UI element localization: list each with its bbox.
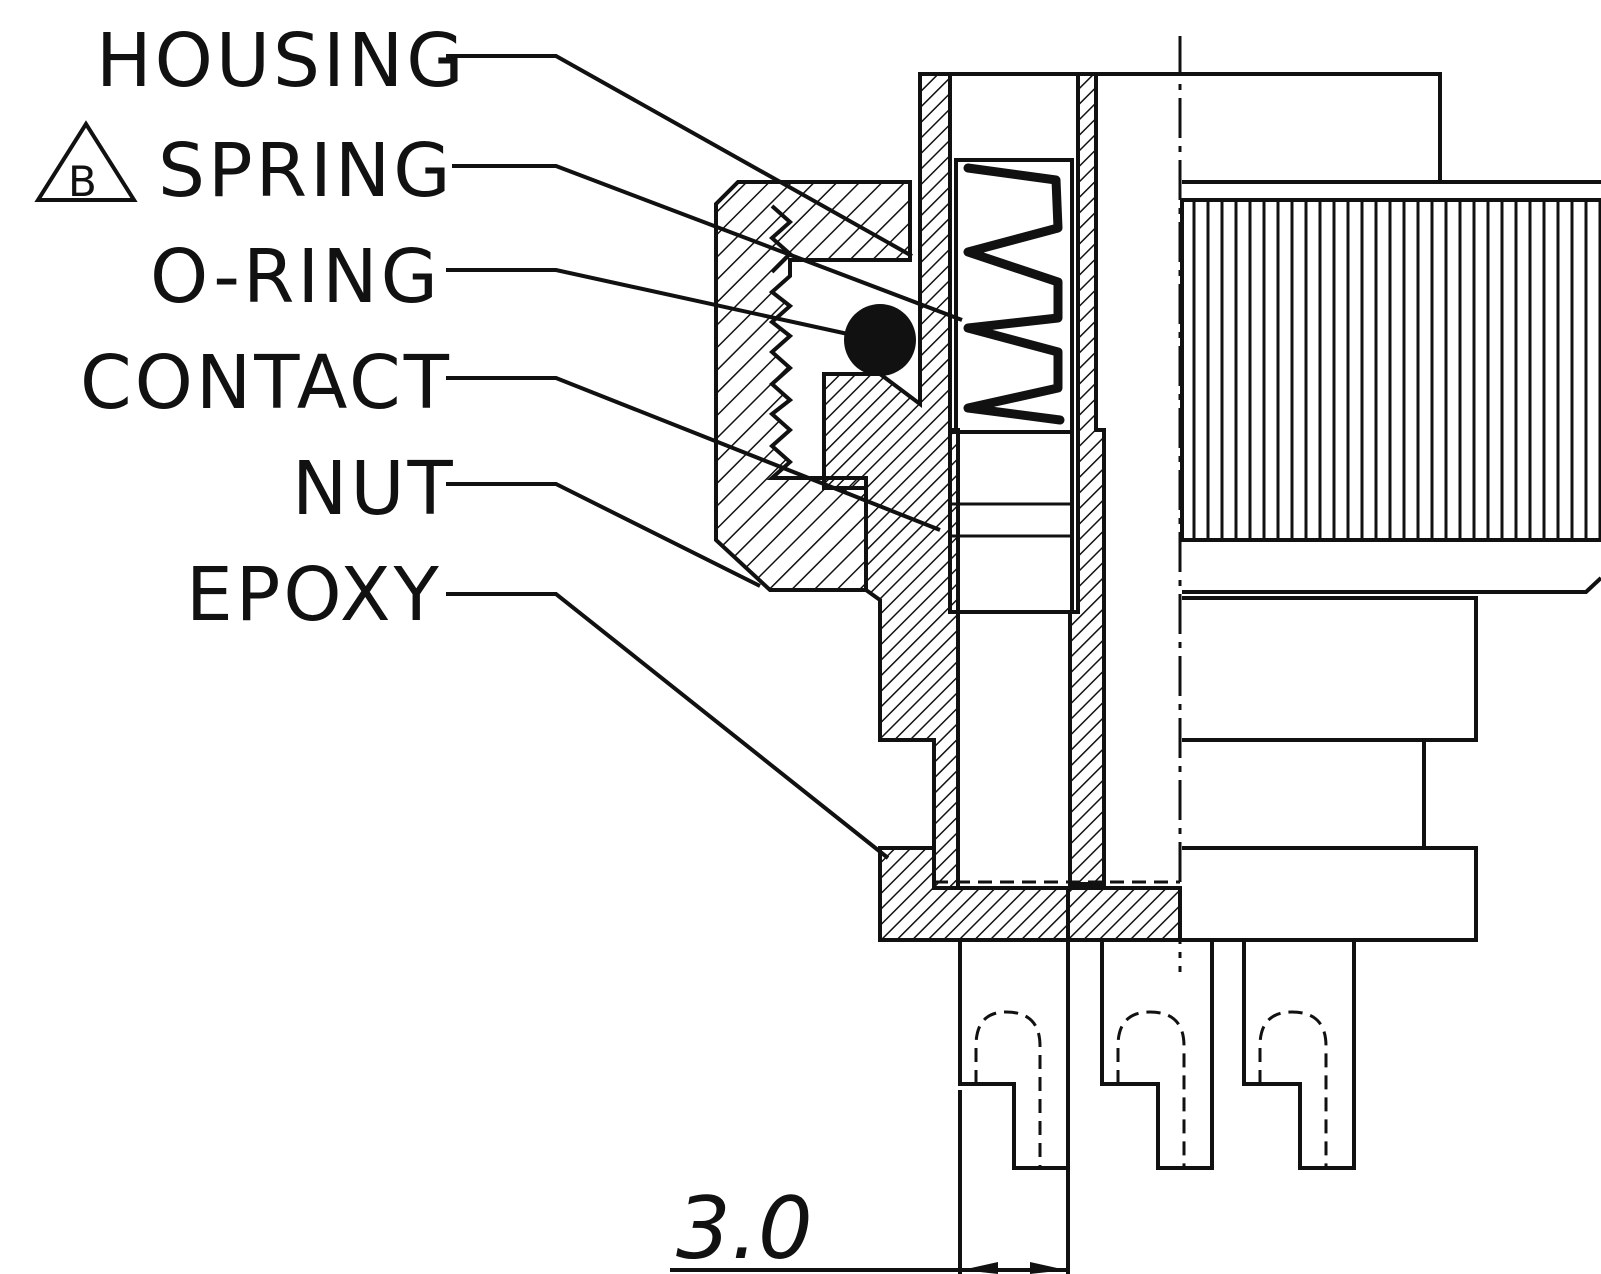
leader-spring xyxy=(452,164,963,322)
o-ring-section xyxy=(844,304,916,376)
spring-coil xyxy=(963,163,1065,425)
pin-1 xyxy=(958,940,1070,1170)
pin-2 xyxy=(1100,940,1214,1170)
revision-triangle-icon: B xyxy=(34,120,138,206)
label-epoxy: EPOXY xyxy=(186,552,442,638)
contact-pins xyxy=(958,940,1356,1170)
label-nut: NUT xyxy=(292,446,456,532)
housing-wall-right xyxy=(1068,72,1106,886)
leader-epoxy xyxy=(446,592,890,860)
label-housing: HOUSING xyxy=(96,18,467,104)
ribbed-insulator xyxy=(1180,198,1601,542)
revision-letter: B xyxy=(68,157,100,206)
label-spring: SPRING xyxy=(158,128,454,214)
callout-labels: HOUSING B SPRING O-RING CONTACT NUT EPOX… xyxy=(34,18,467,638)
label-contact: CONTACT xyxy=(80,340,452,426)
leader-nut xyxy=(446,482,761,588)
epoxy-layer xyxy=(878,846,1182,942)
label-o-ring: O-RING xyxy=(150,234,441,320)
dimension-annotation: 3.0 xyxy=(670,1090,1070,1274)
leader-lines xyxy=(446,54,963,860)
contact-sleeve xyxy=(948,430,1074,614)
connector-body xyxy=(714,36,1601,972)
dimension-value: 3.0 xyxy=(676,1179,813,1274)
pin-3 xyxy=(1242,940,1356,1170)
